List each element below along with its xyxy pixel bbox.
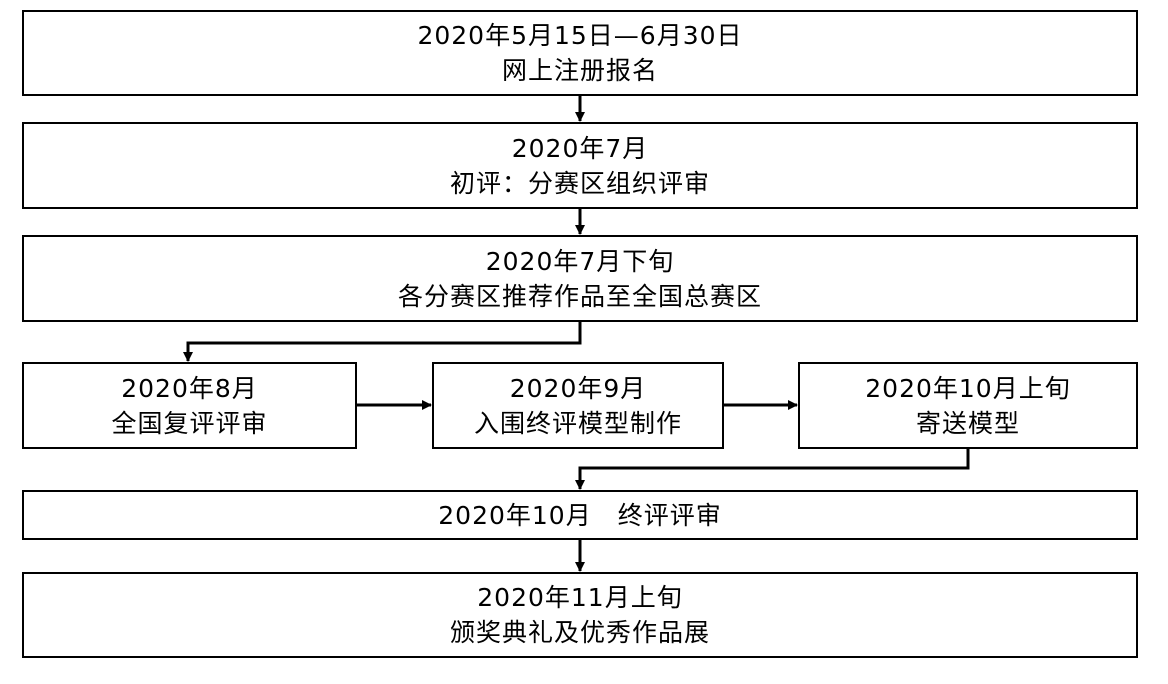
step-send-models-label: 寄送模型 [915,408,1020,438]
step-send-models-date: 2020年10月上旬 [865,373,1071,403]
step-national-review: 2020年8月 全国复评评审 [22,362,357,449]
step-final-review: 2020年10月 终评评审 [22,490,1138,540]
step-final-review-text: 2020年10月 终评评审 [438,500,722,530]
step-registration: 2020年5月15日—6月30日 网上注册报名 [22,10,1138,96]
step-registration-label: 网上注册报名 [501,56,658,85]
arrow-send-to-final [575,449,970,490]
step-recommend-date: 2020年7月下旬 [485,246,675,276]
step-recommend: 2020年7月下旬 各分赛区推荐作品至全国总赛区 [22,235,1138,322]
step-initial-review-date: 2020年7月 [511,133,649,163]
step-national-review-label: 全国复评评审 [111,408,268,438]
step-send-models: 2020年10月上旬 寄送模型 [798,362,1138,449]
step-national-review-date: 2020年8月 [121,373,258,403]
step-initial-review-label: 初评：分赛区组织评审 [449,168,710,198]
step-model-making-label: 入围终评模型制作 [473,408,682,438]
step-award: 2020年11月上旬 颁奖典礼及优秀作品展 [22,572,1138,658]
step-registration-date: 2020年5月15日—6月30日 [417,21,743,50]
step-model-making: 2020年9月 入围终评模型制作 [432,362,724,449]
step-award-date: 2020年11月上旬 [477,583,683,612]
step-initial-review: 2020年7月 初评：分赛区组织评审 [22,122,1138,209]
step-award-label: 颁奖典礼及优秀作品展 [449,618,710,647]
step-recommend-label: 各分赛区推荐作品至全国总赛区 [397,281,762,311]
arrow-recommend-to-national [183,322,582,362]
step-model-making-date: 2020年9月 [509,373,647,403]
